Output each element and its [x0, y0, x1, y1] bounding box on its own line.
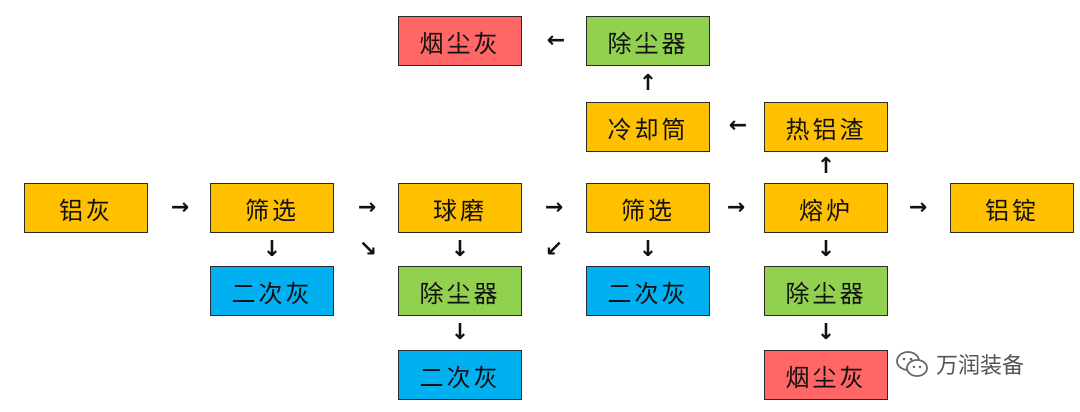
node-aluminum-ingot: 铝锭	[950, 183, 1074, 233]
arrow-down-icon: ↓	[816, 320, 836, 345]
arrow-left-icon: ←	[546, 28, 566, 53]
node-furnace: 熔炉	[764, 183, 888, 233]
arrow-right-icon: →	[726, 195, 746, 220]
arrow-down-icon: ↓	[450, 320, 470, 345]
arrow-down-icon: ↓	[262, 237, 282, 262]
arrow-right-icon: →	[170, 195, 190, 220]
arrow-left-icon: ←	[728, 113, 748, 138]
node-dust-collector-mid: 除尘器	[398, 266, 522, 316]
node-ball-mill: 球磨	[398, 183, 522, 233]
node-cooling-drum: 冷却筒	[586, 102, 710, 152]
node-flue-ash-top: 烟尘灰	[398, 16, 522, 66]
arrow-right-icon: →	[357, 195, 377, 220]
node-dust-collector-right: 除尘器	[764, 266, 888, 316]
arrow-right-icon: →	[908, 195, 928, 220]
watermark-text: 万润装备	[936, 354, 1025, 379]
watermark: 万润装备	[894, 348, 1024, 380]
node-screening-2: 筛选	[586, 183, 710, 233]
wechat-icon	[896, 351, 928, 377]
node-aluminum-ash: 铝灰	[24, 183, 148, 233]
node-dust-collector-top: 除尘器	[586, 16, 710, 66]
arrow-down-left-icon: ↙	[544, 237, 564, 262]
arrow-down-icon: ↓	[816, 237, 836, 262]
node-screening-1: 筛选	[210, 183, 334, 233]
node-secondary-ash-3: 二次灰	[586, 266, 710, 316]
arrow-right-icon: →	[544, 195, 564, 220]
node-hot-dross: 热铝渣	[764, 102, 888, 152]
node-flue-ash-bottom: 烟尘灰	[764, 350, 888, 400]
node-secondary-ash-2: 二次灰	[398, 350, 522, 400]
node-secondary-ash-1: 二次灰	[210, 266, 334, 316]
arrow-up-icon: ↑	[638, 71, 658, 96]
arrow-down-icon: ↓	[450, 237, 470, 262]
arrow-up-icon: ↑	[816, 154, 836, 179]
arrow-down-icon: ↓	[638, 237, 658, 262]
arrow-down-right-icon: ↘	[358, 237, 378, 262]
